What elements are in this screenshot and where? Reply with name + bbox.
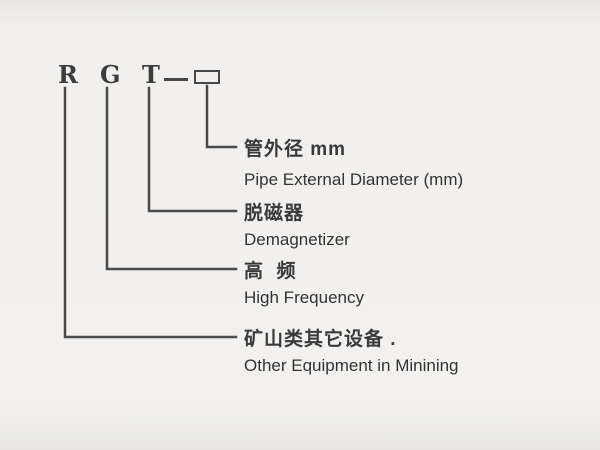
label-other-equipment-cn: 矿山类其它设备 .: [244, 329, 397, 350]
connector-g-to-high-frequency: [105, 86, 238, 271]
label-demagnetizer-en: Demagnetizer: [244, 230, 350, 249]
model-letter-g: G: [100, 60, 121, 89]
label-high-frequency-cn: 高 频: [244, 261, 297, 282]
label-pipe-diameter-cn: 管外径 mm: [244, 139, 347, 160]
label-high-frequency-en: High Frequency: [244, 288, 365, 307]
connector-t-to-demagnetizer: [147, 86, 238, 213]
size-placeholder-box: [194, 70, 220, 84]
connector-box-to-pipe-diameter: [205, 84, 238, 149]
connector-r-to-other-equipment: [63, 86, 238, 339]
label-demagnetizer-cn: 脱磁器: [244, 203, 305, 224]
dash-separator: [164, 78, 188, 81]
label-other-equipment-en: Other Equipment in Minining: [244, 356, 459, 375]
model-letter-t: T: [142, 60, 160, 89]
label-pipe-diameter-en: Pipe External Diameter (mm): [244, 170, 464, 189]
model-letter-r: R: [58, 60, 78, 89]
